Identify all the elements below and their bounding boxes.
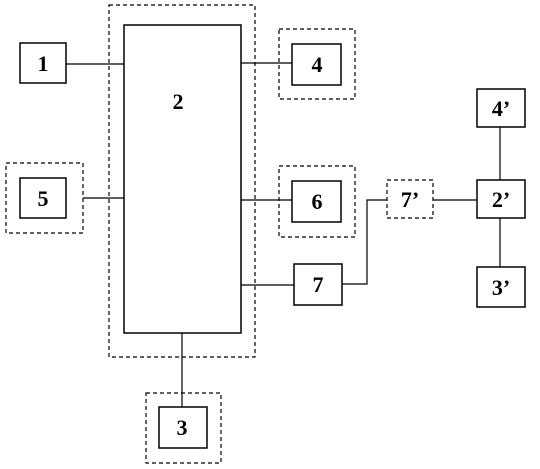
block-2-label: 2 bbox=[173, 89, 184, 114]
block-5 bbox=[19, 177, 67, 219]
block-3-prime-label: 3’ bbox=[492, 275, 510, 300]
block-7-label: 7 bbox=[313, 272, 324, 297]
block-4 bbox=[291, 43, 342, 86]
block-3-prime bbox=[476, 266, 526, 308]
block-6-dashed-enclosure bbox=[278, 165, 356, 238]
block-2-prime bbox=[476, 179, 526, 219]
block-1 bbox=[19, 42, 67, 84]
block-7-prime-dashed-box bbox=[386, 179, 434, 219]
block-1-label: 1 bbox=[38, 51, 49, 76]
block-4-prime bbox=[476, 88, 526, 128]
block-5-label: 5 bbox=[38, 186, 49, 211]
wire-7-to-7-prime bbox=[342, 199, 387, 285]
block-3-label: 3 bbox=[177, 415, 188, 440]
block-7-prime-label: 7’ bbox=[401, 187, 419, 212]
block-6 bbox=[291, 180, 342, 223]
block-3-dashed-enclosure bbox=[145, 392, 222, 464]
block-2-prime-label: 2’ bbox=[492, 187, 510, 212]
block-3 bbox=[158, 406, 208, 449]
block-4-label: 4 bbox=[312, 52, 323, 77]
block-4-dashed-enclosure bbox=[278, 28, 356, 100]
block-4-prime-label: 4’ bbox=[492, 96, 510, 121]
block-7 bbox=[293, 263, 343, 306]
block-6-label: 6 bbox=[312, 189, 323, 214]
block-2 bbox=[123, 24, 242, 334]
